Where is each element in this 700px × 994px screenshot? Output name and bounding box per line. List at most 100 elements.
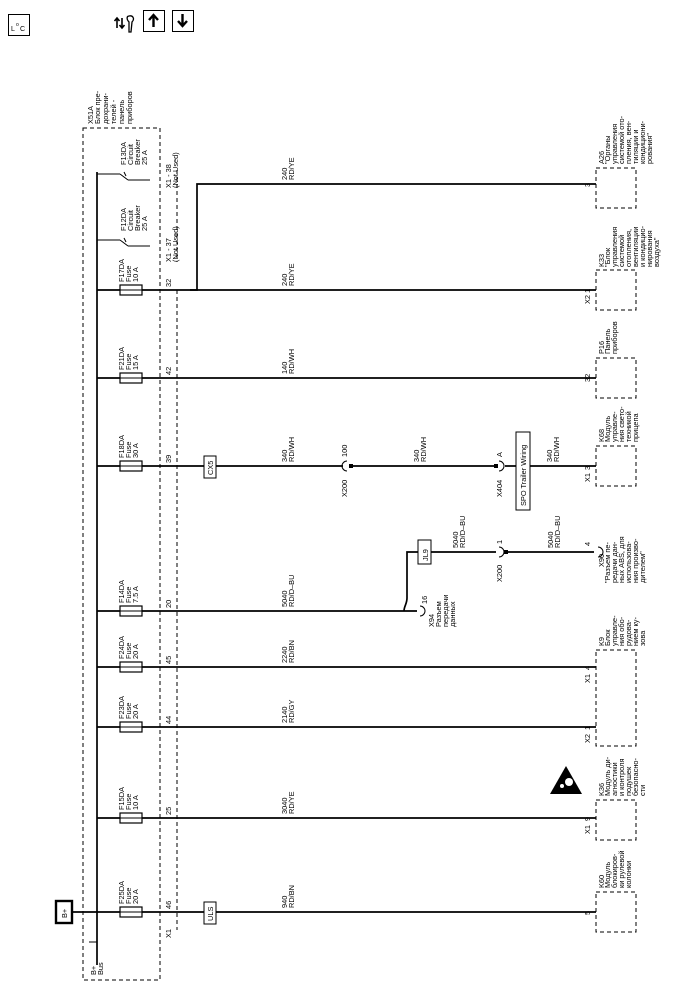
fuse-block-desc: Блок пре- дохрани- телей - панель прибор… (93, 90, 134, 124)
fuse-label-line: Fuse (124, 794, 133, 810)
connector-desc-line: ных ABS, для (617, 536, 626, 583)
breaker-symbol (119, 171, 150, 181)
not-used-note: (Not Used) (171, 152, 180, 188)
splice-label: JL9 (421, 549, 430, 561)
svg-text:L: L (11, 26, 15, 33)
wire-label-line: 140 (280, 362, 289, 374)
dest-pin: 32 (583, 374, 592, 382)
component-ref: K33 (597, 254, 606, 267)
fuse-label-line: F24DA (117, 636, 126, 659)
fuse-label: F13DACircuitBreaker25 A (119, 139, 149, 165)
fuse-label-line: Breaker (133, 139, 142, 165)
wire-label-line: 5040 (451, 532, 460, 548)
pin-number: 37 (164, 238, 173, 246)
fuse-label-line: Fuse (124, 643, 133, 659)
option-box (515, 431, 531, 511)
fuse-block-desc-line: дохрани- (101, 93, 110, 124)
component-desc-line: сти (638, 785, 647, 796)
fuse-label-line: Circuit (126, 144, 135, 165)
circuit-f14: F14DAFuse7.5 A 20 5040RD/D–BU 16 X94 Раз… (97, 516, 647, 627)
fuse-label-line: 20 A (131, 644, 140, 659)
dest-connector: X2 (583, 295, 592, 304)
component-outline (595, 269, 637, 311)
fuse-label: F24DAFuse20 A (117, 636, 140, 659)
connector-label: X90 (597, 554, 606, 567)
fuse-label-line: 30 A (131, 443, 140, 458)
fuse-label-line: 7.5 A (131, 586, 140, 603)
dest-pin: 9 (583, 817, 592, 821)
arrow-up-icon (148, 13, 159, 27)
location-button[interactable]: L o C (8, 14, 30, 36)
component-desc-line: рудова- (624, 619, 633, 646)
arrow-down-icon (177, 14, 188, 28)
connector-desc-line: "Разъем пе- (603, 541, 612, 583)
airbag-warning-icon (550, 766, 582, 794)
component-desc-line: вентиляции (631, 227, 640, 267)
pin-number: 32 (164, 279, 173, 287)
component-desc: Блокуправле-ния обо-рудова-нием ку-зова (603, 615, 647, 646)
dest-connector: X1 (583, 825, 592, 834)
tools-button[interactable] (113, 10, 140, 36)
component-desc-line: Панель (603, 328, 612, 354)
component-desc-line: управления (610, 227, 619, 267)
circuit-f24: F24DAFuse20 A 45 2240RD/BN 4 X1 K9 Блоку… (97, 615, 647, 747)
wire-label-line: RD/WH (419, 437, 428, 462)
dest-pin: 4 (583, 666, 592, 670)
component-outline (595, 891, 637, 933)
page-down-button[interactable] (172, 10, 194, 32)
component-desc-line: приборов (610, 321, 619, 354)
fuse-label-line: Circuit (126, 210, 135, 231)
connector-desc-line: дителем" (638, 551, 647, 583)
dest-connector: X2 (583, 734, 592, 743)
component-desc-line: управления (610, 124, 619, 164)
component-desc-line: техникой (624, 411, 633, 442)
component-desc: Модульуправле-ния свето-техникойприцепа (603, 406, 640, 442)
jumper-wire (190, 183, 596, 291)
wire-label-line: 5040 (280, 591, 289, 607)
data-link-connector (419, 605, 426, 617)
connector-desc-line: ния произво- (631, 538, 640, 583)
dest-connector: X1 (583, 473, 592, 482)
fuse-label-line: 25 A (140, 216, 149, 231)
component-desc-line: ки рулевой (617, 851, 626, 888)
page-up-button[interactable] (143, 10, 165, 32)
option-label: SPO Trailer Wiring (519, 445, 528, 506)
wire-label: 3040RD/YE (280, 791, 296, 814)
svg-text:Блок пре-: Блок пре- (93, 90, 102, 124)
circuit-f17: F17DAFuse10 A 32 240RD/YE 240RD/YE 3 1 X… (97, 115, 661, 311)
fuse-block-desc-line: панель (117, 100, 126, 124)
pin-number: 45 (164, 656, 173, 664)
fuse-label-line: 20 A (131, 704, 140, 719)
wire-label-line: RD/YE (287, 157, 296, 180)
component-desc-line: безопасно- (631, 757, 640, 796)
fuse-label-line: F25DA (117, 881, 126, 904)
component-desc-line: системой (617, 235, 626, 267)
fuse-label: F14DAFuse7.5 A (117, 580, 140, 603)
inline-harness-label: CX5 (206, 461, 215, 475)
connector-desc-line: данных (448, 601, 457, 627)
bus-label-line: Bus (96, 962, 105, 975)
fuse-block-ref: X51A (86, 106, 95, 124)
component-desc-line: управле- (610, 615, 619, 646)
circuit-f25: F25DAFuse20 A 46 ULS 940RD/BN 5 K60 Моду… (97, 851, 637, 933)
wire-label-line: 3040 (280, 798, 289, 814)
component-desc-line: ния свето- (617, 406, 626, 442)
wire-label-line: RD/BN (287, 640, 296, 663)
inline-harness-label: ULS (206, 907, 215, 921)
component-desc-line: Модуль ди- (603, 756, 612, 796)
component-desc-line: рования" (645, 133, 654, 164)
connector-pin-label: 4 (583, 542, 592, 546)
component-outline (595, 167, 637, 209)
fuse-label-line: Breaker (133, 205, 142, 231)
component-desc-line: тиляции и (631, 130, 640, 165)
pin-number: 44 (164, 716, 173, 724)
pin-number: 38 (164, 164, 173, 172)
wire-label: 240RD/YE (280, 157, 296, 180)
component-desc: Панельприборов (603, 321, 619, 354)
fuse-label-line: F13DA (119, 142, 128, 165)
svg-text:C: C (20, 26, 25, 33)
component-desc-line: воздуха" (652, 237, 661, 267)
wire-label: 5040RD/D–BU (280, 575, 296, 607)
wire-label-line: 340 (280, 450, 289, 462)
